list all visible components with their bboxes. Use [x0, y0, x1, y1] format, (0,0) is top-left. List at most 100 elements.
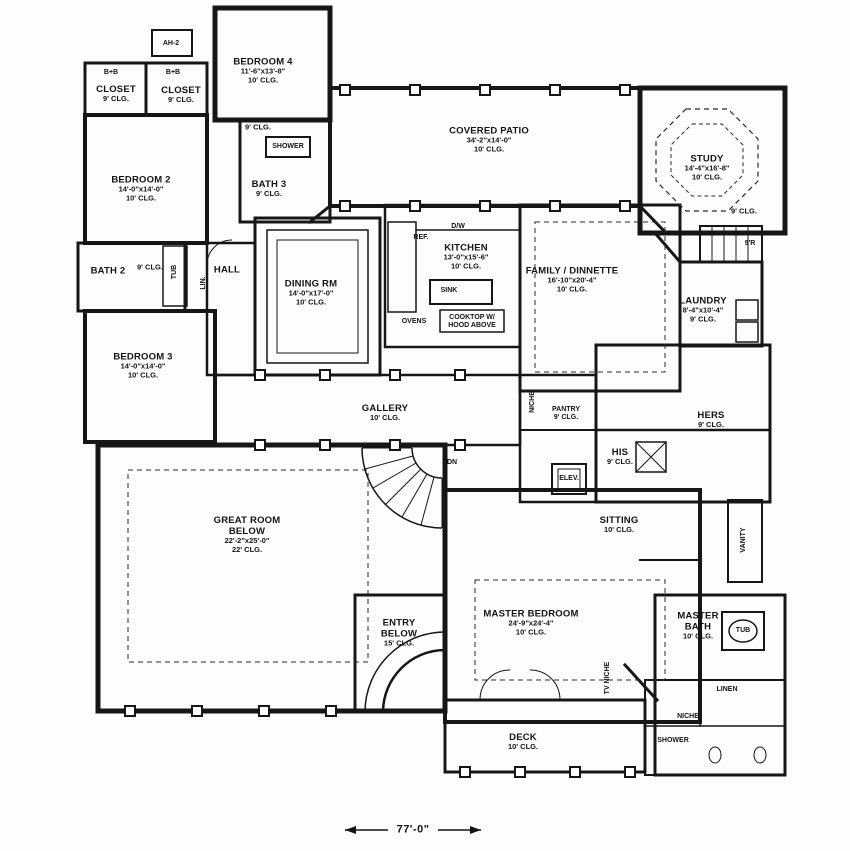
ceiling-height-label: 9' CLG.	[137, 262, 163, 272]
room-name: STUDY	[690, 153, 724, 165]
room-name-line-2: BATH	[684, 621, 712, 633]
cooktop-label: COOKTOP W/ HOOD ABOVE	[448, 314, 496, 331]
cooktop-line-1: COOKTOP W/	[449, 313, 495, 321]
room-label-bedroom-2: BEDROOM 2 14'-0"x14'-0" 10' CLG.	[111, 175, 170, 204]
room-clg: 15' CLG.	[383, 638, 415, 648]
room-clg: 10' CLG.	[125, 193, 157, 203]
room-name: MASTER BEDROOM	[483, 608, 579, 620]
linen-label: LINEN	[716, 685, 738, 693]
stair-radius-label: 9'R	[744, 239, 756, 247]
room-label-closet-right: CLOSET 9' CLG.	[161, 85, 201, 105]
room-clg: 9' CLG.	[607, 457, 633, 467]
room-label-great-room: GREAT ROOM BELOW 22'-2"x25'-0" 22' CLG.	[214, 515, 281, 555]
closet-shelf-label: B+B	[103, 68, 119, 76]
room-name: HERS	[697, 409, 725, 421]
room-name: GALLERY	[361, 402, 409, 414]
room-dims: 14'-4"x16'-8"	[684, 163, 730, 173]
room-dims: 16'-10"x20'-4"	[547, 275, 597, 285]
room-name: CLOSET	[161, 84, 201, 96]
room-clg: 10' CLG.	[450, 261, 482, 271]
room-label-closet-left: CLOSET 9' CLG.	[96, 84, 136, 104]
room-name: DECK	[509, 731, 537, 743]
room-name-line-1: MASTER	[677, 610, 719, 622]
room-dims: 14'-0"x14'-0"	[120, 361, 166, 371]
room-clg: 10' CLG.	[507, 742, 539, 752]
room-clg: 10' CLG.	[295, 297, 327, 307]
room-name-line-2: BELOW	[228, 526, 266, 538]
stairs-down-label: DN	[446, 458, 458, 466]
room-label-his-closet: HIS 9' CLG.	[607, 447, 633, 467]
room-name-line-1: GREAT ROOM	[213, 514, 281, 526]
room-dims: 8'-4"x10'-4"	[682, 305, 724, 315]
room-label-hers-closet: HERS 9' CLG.	[697, 410, 724, 430]
room-label-gallery: GALLERY 10' CLG.	[362, 403, 408, 423]
ceiling-dashed-layer	[127, 108, 759, 681]
room-name: CLOSET	[96, 83, 136, 95]
room-name: BATH 3	[251, 178, 287, 190]
room-label-sitting: SITTING 10' CLG.	[600, 515, 639, 535]
room-label-bedroom-3: BEDROOM 3 14'-0"x14'-0" 10' CLG.	[113, 352, 172, 381]
room-name: DINING RM	[284, 278, 338, 290]
room-name: HIS	[611, 446, 629, 458]
room-clg: 10' CLG.	[691, 172, 723, 182]
room-name-line-1: ENTRY	[382, 617, 416, 629]
room-clg: 10' CLG.	[369, 413, 401, 423]
linen-closet-label: LIN.	[199, 276, 207, 290]
room-dims: 22'-2"x25'-0"	[224, 536, 270, 546]
room-clg: 10' CLG.	[127, 370, 159, 380]
ceiling-height-label: 9' CLG.	[731, 206, 757, 216]
vanity-label: VANITY	[739, 527, 747, 553]
columns-layer	[124, 84, 636, 778]
room-clg: 10' CLG.	[515, 627, 547, 637]
room-label-covered-patio: COVERED PATIO 34'-2"x14'-0" 10' CLG.	[449, 126, 529, 155]
room-clg: 10' CLG.	[473, 144, 505, 154]
room-dims: 24'-9"x24'-4"	[508, 618, 554, 628]
room-dims: 13'-0"x15'-6"	[443, 252, 489, 262]
room-dims: 11'-6"x13'-8"	[240, 66, 286, 76]
room-label-bedroom-4: BEDROOM 4 11'-6"x13'-8" 10' CLG.	[233, 57, 292, 86]
room-clg: 9' CLG.	[698, 420, 724, 430]
room-name: BEDROOM 4	[233, 56, 293, 68]
room-label-laundry: LAUNDRY 8'-4"x10'-4" 9' CLG.	[679, 296, 727, 325]
overall-width-dimension: 77'-0"	[396, 823, 430, 836]
room-name: SITTING	[599, 514, 639, 526]
room-clg: 10' CLG.	[603, 525, 635, 535]
room-clg: 10' CLG.	[247, 75, 279, 85]
ah2-label: AH-2	[162, 39, 180, 47]
stairs-layer	[206, 239, 561, 713]
room-name: BEDROOM 2	[111, 174, 171, 186]
room-dims: 34'-2"x14'-0"	[466, 135, 512, 145]
ceiling-height-label: 9' CLG.	[245, 122, 271, 132]
room-label-master-bedroom: MASTER BEDROOM 24'-9"x24'-4" 10' CLG.	[483, 609, 578, 638]
room-clg: 9' CLG.	[103, 94, 129, 104]
room-name: PANTRY	[552, 405, 580, 413]
room-name: BEDROOM 3	[113, 351, 173, 363]
room-dims: 14'-0"x14'-0"	[118, 184, 164, 194]
tub-label: TUB	[735, 626, 751, 634]
room-label-hall: HALL	[213, 264, 241, 276]
niche-label: NICHE	[528, 391, 536, 413]
room-clg: 22' CLG.	[231, 545, 263, 555]
room-label-kitchen: KITCHEN 13'-0"x15'-6" 10' CLG.	[444, 243, 489, 272]
elevator-label: ELEV.	[559, 474, 579, 482]
tv-niche-label: TV NICHE	[603, 661, 611, 695]
walls-layer	[76, 5, 788, 777]
tub-label: TUB	[170, 264, 178, 280]
dimension-arrowhead-right	[470, 826, 481, 834]
room-label-bath-3: BATH 3 9' CLG.	[252, 179, 287, 199]
room-name: LAUNDRY	[679, 295, 727, 307]
room-label-entry: ENTRY BELOW 15' CLG.	[381, 617, 417, 648]
sink-label: SINK	[440, 286, 458, 294]
room-label-deck: DECK 10' CLG.	[508, 732, 538, 752]
room-clg: 9' CLG.	[690, 314, 716, 324]
room-clg: 10' CLG.	[682, 631, 714, 641]
room-label-dining: DINING RM 14'-0"x17'-0" 10' CLG.	[285, 279, 337, 308]
cooktop-line-2: HOOD ABOVE	[448, 322, 496, 329]
room-label-family-dinette: FAMILY / DINNETTE 16'-10"x20'-4" 10' CLG…	[526, 266, 619, 295]
room-clg: 10' CLG.	[556, 284, 588, 294]
room-name-line-2: BELOW	[380, 628, 418, 640]
niche-label: NICHE	[677, 712, 699, 720]
room-clg: 9' CLG.	[256, 189, 282, 199]
